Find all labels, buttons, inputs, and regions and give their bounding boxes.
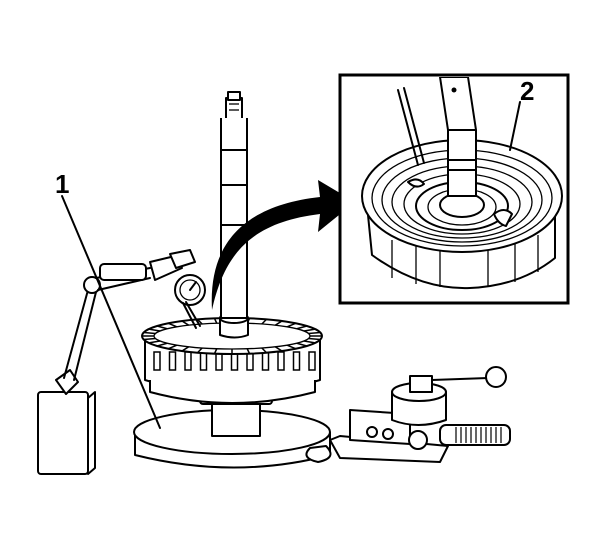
drum-tooth	[274, 346, 283, 352]
drum-tooth	[303, 340, 316, 344]
drum-tooth	[308, 337, 321, 341]
drum-tooth	[296, 325, 308, 330]
callout-arrow	[211, 180, 355, 310]
drum-tooth	[246, 348, 251, 354]
drum-tooth	[286, 322, 296, 328]
drum-tooth	[213, 348, 218, 354]
drum-tooth	[261, 318, 267, 325]
drum-tooth	[168, 344, 178, 350]
drum-tooth	[148, 328, 161, 332]
drum-teeth	[142, 318, 322, 354]
drum-slot	[168, 351, 177, 371]
drum-tooth	[197, 347, 203, 354]
drum-slot	[261, 351, 270, 371]
indicator-arm	[63, 249, 196, 381]
drum-slot	[308, 351, 316, 371]
drum-tooth	[181, 346, 190, 352]
callout-1-leader	[61, 195, 161, 429]
clutch-drum	[141, 317, 323, 404]
drum-tooth	[143, 331, 156, 335]
drum-tooth	[213, 318, 218, 324]
press-tool	[305, 366, 511, 463]
drum-tooth	[148, 340, 161, 344]
drum-slot	[199, 351, 208, 371]
drum-tooth	[156, 325, 168, 330]
dial-indicator	[174, 274, 206, 329]
drum-slot	[292, 351, 301, 371]
drum-tooth	[303, 328, 316, 332]
drum-tooth	[197, 318, 203, 325]
handle-grip	[455, 427, 502, 443]
input-shaft	[220, 91, 248, 319]
drum-slot	[184, 351, 192, 371]
magnetic-base	[37, 369, 96, 475]
callout-1: 1	[55, 169, 69, 199]
drum-slot	[153, 351, 161, 371]
drum-tooth	[143, 337, 156, 341]
drum-tooth	[286, 344, 296, 350]
drum-tooth	[156, 342, 168, 347]
drum-tooth	[274, 320, 283, 326]
drum-slot	[277, 351, 285, 371]
drum-tooth	[261, 347, 267, 354]
drum-tooth	[308, 331, 321, 335]
detail-inset	[338, 73, 570, 305]
drum-tooth	[181, 320, 190, 326]
drum-tooth	[168, 322, 178, 328]
drum-tooth	[296, 342, 308, 347]
callout-2: 2	[520, 76, 534, 106]
